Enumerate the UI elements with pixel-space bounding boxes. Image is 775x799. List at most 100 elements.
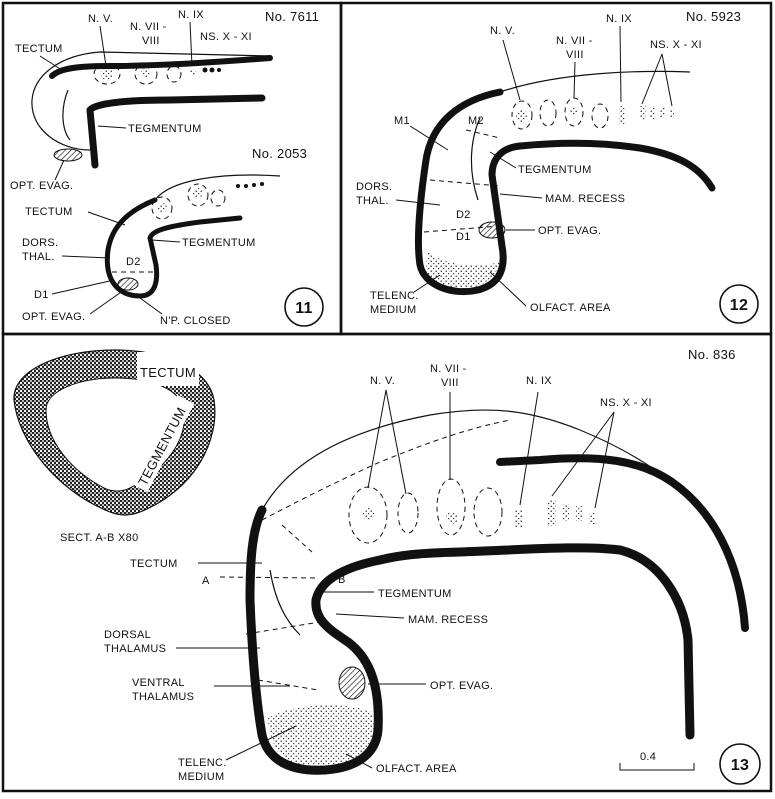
fig13-nsx-3 (576, 506, 582, 521)
fig12-olfact-stipple (426, 248, 503, 292)
fig11-top-tectum-leader (39, 55, 66, 73)
fig12-d1-label: D1 (456, 231, 471, 243)
fig11-bot-roof (154, 174, 281, 201)
fig13-body-outline-thick (245, 505, 695, 775)
fig12-nvii-label1: N. VII - (556, 35, 593, 47)
fig11-bot-stipple1 (157, 203, 167, 213)
fig12-tegmentum-leader (489, 151, 517, 169)
fig12-ganglion2 (539, 99, 557, 127)
fig13-nvii-stipple (446, 512, 458, 524)
fig11-bot-stipple2 (193, 188, 203, 198)
fig12-nvii-leader (573, 61, 576, 99)
fig11-top-tegmentum-label: TEGMENTUM (128, 123, 202, 135)
fig13-nix-label: N. IX (526, 375, 552, 387)
fig12-nix-leader (619, 25, 622, 103)
fig13-nix-stipple (515, 510, 522, 528)
fig12-nsx-3 (660, 108, 665, 118)
fig11-bot-opt-evag-shape (117, 277, 139, 291)
fig13-nsx-label: NS. X - XI (600, 397, 652, 409)
fig13-dash-1 (281, 524, 313, 553)
fig11-top-nvii-stipple (141, 68, 151, 78)
fig13-section-tectum-bg (137, 352, 199, 386)
fig12-opt-evag-shape (478, 221, 506, 239)
fig12-nix-label: N. IX (606, 13, 632, 25)
fig11-bot-tectum-label: TECTUM (25, 206, 73, 218)
fig13-number-circle (719, 743, 761, 785)
fig11-top-nv-stipple (101, 68, 113, 80)
fig12-nv-stipple (516, 110, 528, 122)
fig11-top-nsx-dot3 (217, 68, 221, 72)
fig12-group: No. 5923 N. V. N. VII - VIII N. IX NS. X… (356, 9, 759, 324)
fig13-olfact-leader (345, 753, 373, 769)
fig13-section-line-ab (219, 576, 317, 579)
fig12-nsx-1 (640, 106, 646, 120)
fig11-bot-dors-label2: THAL. (22, 251, 55, 263)
fig13-otic (473, 487, 503, 537)
fig12-divider-3 (465, 129, 501, 139)
fig13-nvii-ganglion (436, 478, 466, 536)
fig13-telenc-leader (225, 725, 297, 761)
fig13-dorsal-label1: DORSAL (104, 629, 151, 641)
fig12-inner-line (470, 117, 481, 201)
fig11-top-outer-outline (31, 51, 271, 151)
fig12-nvii-stipple (570, 108, 578, 116)
fig13-scale-bar (619, 763, 695, 771)
fig13-ventral-label2: THALAMUS (132, 691, 194, 703)
fig11-top-tectum-label: TECTUM (15, 43, 63, 55)
fig13-olfact-stipple (268, 705, 376, 768)
fig13-a-label: A (202, 575, 210, 587)
fig11-bot-optevag-leader (89, 289, 125, 315)
fig11-top-optevag-label: OPT. EVAG. (10, 180, 73, 192)
fig12-roof-line (499, 70, 691, 93)
fig13-dash-upper (261, 419, 511, 521)
fig12-telenc-label2: MEDIUM (370, 304, 416, 316)
fig12-nsx-leader1 (641, 53, 663, 105)
fig13-nvii-label1: N. VII - (430, 363, 467, 375)
fig13-nsx-leader2 (594, 411, 615, 509)
fig12-telenc-leader (413, 274, 441, 293)
fig11-top-nsx-label: NS. X - XI (200, 31, 252, 43)
fig11-top-nix-dot (190, 69, 196, 75)
fig11-bot-outline-thick (104, 197, 243, 299)
fig13-nsx-2 (563, 504, 569, 521)
fig12-specimen: No. 5923 (686, 9, 741, 24)
fig11-bot-otic (210, 189, 226, 207)
fig13-tectum-label: TECTUM (130, 558, 178, 570)
fig11-top-nix-leader (189, 21, 193, 67)
fig11-bot-d2-label: D2 (126, 256, 141, 268)
fig13-nv-label: N. V. (370, 375, 395, 387)
fig12-nv-ganglion (511, 100, 533, 130)
fig12-otic (591, 103, 609, 129)
fig12-olfact-label: OLFACT. AREA (530, 302, 611, 314)
fig13-dorsal-label2: THALAMUS (104, 643, 166, 655)
fig11-top-nv-ganglion (93, 63, 121, 85)
fig11-specimen-bottom: No. 2053 (252, 146, 307, 161)
fig13-nv-leader1 (367, 389, 387, 489)
fig11-bot-np-label: N'P. CLOSED (160, 315, 231, 327)
fig12-nvii-label2: VIII (566, 49, 584, 61)
fig13-scale-label: 0.4 (640, 751, 656, 763)
fig12-m1-leader (409, 125, 449, 151)
fig12-olfact-leader (489, 271, 527, 307)
fig11-bot-d1-leader (51, 279, 115, 295)
fig11-bot-dors-label1: DORS. (22, 237, 58, 249)
fig13-section-tegmentum-bg (130, 394, 195, 493)
fig12-mam-label: MAM. RECESS (545, 193, 625, 205)
fig11-top-nv-label: N. V. (88, 13, 113, 25)
fig11-top-otic (166, 65, 182, 83)
fig13-mam-leader (335, 613, 405, 619)
fig13-tegmentum-label: TEGMENTUM (378, 588, 452, 600)
fig12-optevag-label: OPT. EVAG. (538, 225, 601, 237)
fig13-group: No. 836 TECTUM TEGMENTUM SECT. A-B X80 (13, 347, 761, 785)
fig11-top-opt-evag-shape (53, 148, 83, 162)
fig11-number-circle (284, 287, 324, 327)
fig11-bot-dot2 (244, 184, 248, 188)
fig12-nsx-2 (650, 107, 655, 119)
fig13-dash-2 (245, 621, 321, 635)
fig11-bot-optevag-label: OPT. EVAG. (22, 311, 85, 323)
fig11-top-nvii-label2: VIII (142, 35, 160, 47)
fig12-mam-leader (499, 193, 543, 199)
fig11-bot-tegmentum-label: TEGMENTUM (182, 237, 256, 249)
